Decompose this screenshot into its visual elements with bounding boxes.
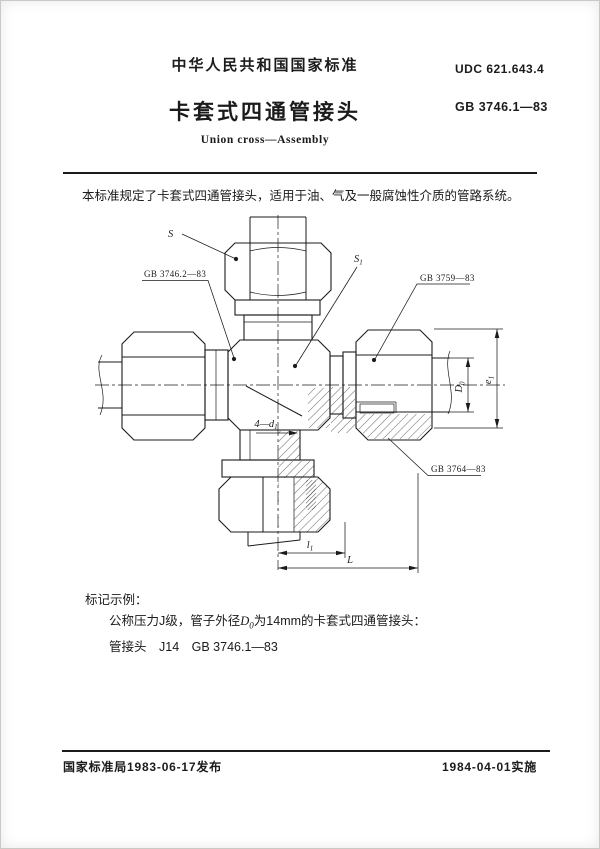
label-s: S [168,229,174,240]
page-title: 卡套式四通管接头 [169,101,361,124]
dim-label-l1: l1 [307,540,313,553]
marking-heading: 标记示例： [85,593,148,607]
label-gb-3759: GB 3759—83 [420,273,475,283]
standard-number: GB 3746.1—83 [455,100,548,114]
figure-labels: S S1 GB 3746.2—83 GB 3759—83 GB 3764—83 … [142,229,486,476]
dimension-L: L [278,473,419,573]
left-branch [98,331,229,441]
footer-effective-date: 1984-04-01实施 [442,760,537,774]
scope-paragraph: 本标准规定了卡套式四通管接头，适用于油、气及一般腐蚀性介质的管路系统。 [82,189,520,203]
header-standard-label: 中华人民共和国国家标准 [171,57,359,74]
dimension-e1: e1 [434,328,503,429]
bottom-branch [218,429,331,547]
d0-variable: D0 [240,614,254,631]
marking-line-1: 公称压力J级，管子外径D0为14mm的卡套式四通管接头： [109,614,427,631]
footer-issued-date: 国家标准局1983-06-17发布 [63,760,222,774]
marking-line-2: 管接头 J14 GB 3746.1—83 [109,639,278,654]
english-title: Union cross—Assembly [200,134,330,146]
section-hatching [278,387,431,532]
header-rule [63,172,537,174]
label-4-d1: 4—d1 [254,419,277,431]
dim-label-L: L [346,555,353,566]
dim-label-d0: D0 [454,381,467,394]
label-gb-3746-2: GB 3746.2—83 [144,269,206,279]
dimension-d0: D0 [434,357,474,413]
union-cross-technical-drawing: S S1 GB 3746.2—83 GB 3759—83 GB 3764—83 … [95,215,505,573]
dim-label-e1: e1 [483,376,496,384]
marking-example: 标记示例： 公称压力J级，管子外径D0为14mm的卡套式四通管接头： 管接头 J… [85,590,515,658]
label-s1: S1 [354,254,363,267]
cross-body [227,339,331,431]
label-gb-3764: GB 3764—83 [431,464,486,474]
footer-rule [62,750,550,752]
dimension-l1: l1 [278,522,346,558]
udc-number: UDC 621.643.4 [455,62,545,76]
